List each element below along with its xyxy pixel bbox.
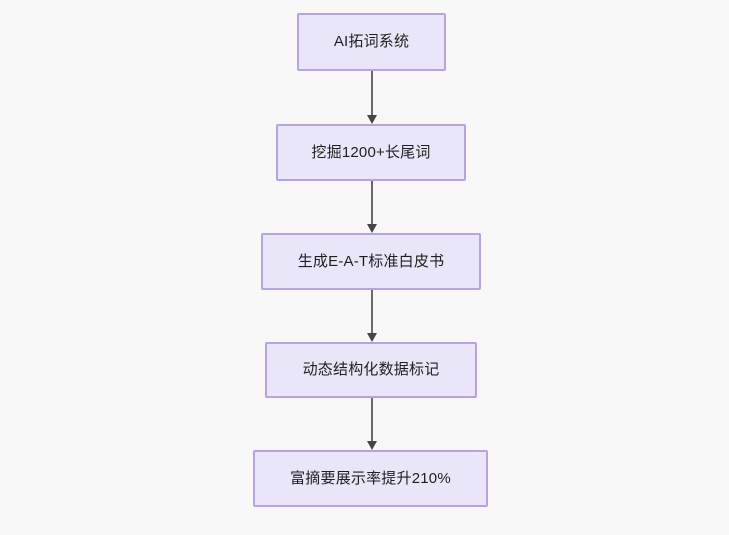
- edge-line: [371, 398, 373, 441]
- flow-node-label: AI拓词系统: [333, 33, 410, 50]
- flow-node-rich-snippet-result[interactable]: 富摘要展示率提升210%: [253, 450, 488, 507]
- flow-node-structured-data-markup[interactable]: 动态结构化数据标记: [265, 342, 477, 398]
- flow-node-eat-whitepaper[interactable]: 生成E-A-T标准白皮书: [261, 233, 481, 290]
- edge-line: [371, 181, 373, 224]
- flow-node-label: 挖掘1200+长尾词: [311, 143, 431, 161]
- flow-node-label: 生成E-A-T标准白皮书: [297, 252, 445, 270]
- arrowhead-icon: [367, 441, 377, 450]
- edge-line: [371, 71, 373, 115]
- edge-line: [371, 290, 373, 333]
- arrowhead-icon: [367, 224, 377, 233]
- flow-node-label: 动态结构化数据标记: [302, 361, 440, 378]
- flow-node-longtail-keywords[interactable]: 挖掘1200+长尾词: [276, 124, 466, 181]
- arrowhead-icon: [367, 115, 377, 124]
- flow-node-label: 富摘要展示率提升210%: [290, 469, 451, 487]
- flow-node-ai-keyword-system[interactable]: AI拓词系统: [297, 13, 446, 71]
- arrowhead-icon: [367, 333, 377, 342]
